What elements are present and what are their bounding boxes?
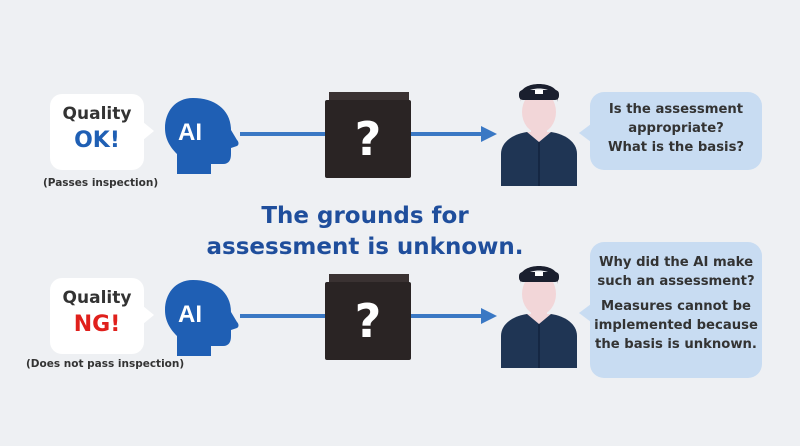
center-message-line1: The grounds for xyxy=(261,203,469,229)
quality-label: Quality xyxy=(62,288,132,308)
question-mark: ? xyxy=(354,294,382,348)
quality-bubble-ng: Quality NG! xyxy=(50,278,154,354)
quality-label: Quality xyxy=(62,104,132,124)
black-box: ? xyxy=(325,274,411,360)
question-bubble: Is the assessment appropriate? What is t… xyxy=(579,92,762,170)
bubble-line: implemented because xyxy=(594,318,758,333)
bubble-line: such an assessment? xyxy=(597,274,755,289)
ai-label: AI xyxy=(178,301,202,328)
arrow-icon xyxy=(240,132,330,136)
quality-status-ng: NG! xyxy=(73,312,121,337)
bubble-line: appropriate? xyxy=(628,121,724,136)
bubble-line: What is the basis? xyxy=(607,140,745,155)
box-lid xyxy=(329,92,409,100)
bubble-line: the basis is unknown. xyxy=(595,337,757,352)
bubble-line: Is the assessment xyxy=(608,102,744,117)
question-bubble: Why did the AI make such an assessment? … xyxy=(579,242,762,378)
arrow-right-icon xyxy=(411,126,497,142)
quality-status-ok: OK! xyxy=(74,128,120,153)
person-icon xyxy=(501,266,577,368)
ai-head-icon xyxy=(165,280,239,356)
box-lid xyxy=(329,274,409,282)
black-box: ? xyxy=(325,92,411,178)
bubble-tail xyxy=(579,124,591,142)
ai-label: AI xyxy=(178,119,202,146)
fail-caption: (Does not pass inspection) xyxy=(26,358,185,370)
person-icon xyxy=(501,84,577,186)
arrow-right-icon xyxy=(411,308,497,324)
bubble-tail xyxy=(143,122,154,140)
bubble-line: Measures cannot be xyxy=(601,299,751,314)
center-message: The grounds for assessment is unknown. xyxy=(200,201,530,263)
bubble-tail xyxy=(143,306,154,324)
arrow-icon xyxy=(240,314,330,318)
ai-head-icon xyxy=(165,98,239,174)
quality-bubble-ok: Quality OK! xyxy=(50,94,154,170)
pass-caption: (Passes inspection) xyxy=(43,177,159,189)
center-message-line2: assessment is unknown. xyxy=(206,234,524,260)
question-mark: ? xyxy=(354,112,382,166)
bubble-line: Why did the AI make xyxy=(598,255,754,270)
bubble-tail xyxy=(579,304,591,322)
